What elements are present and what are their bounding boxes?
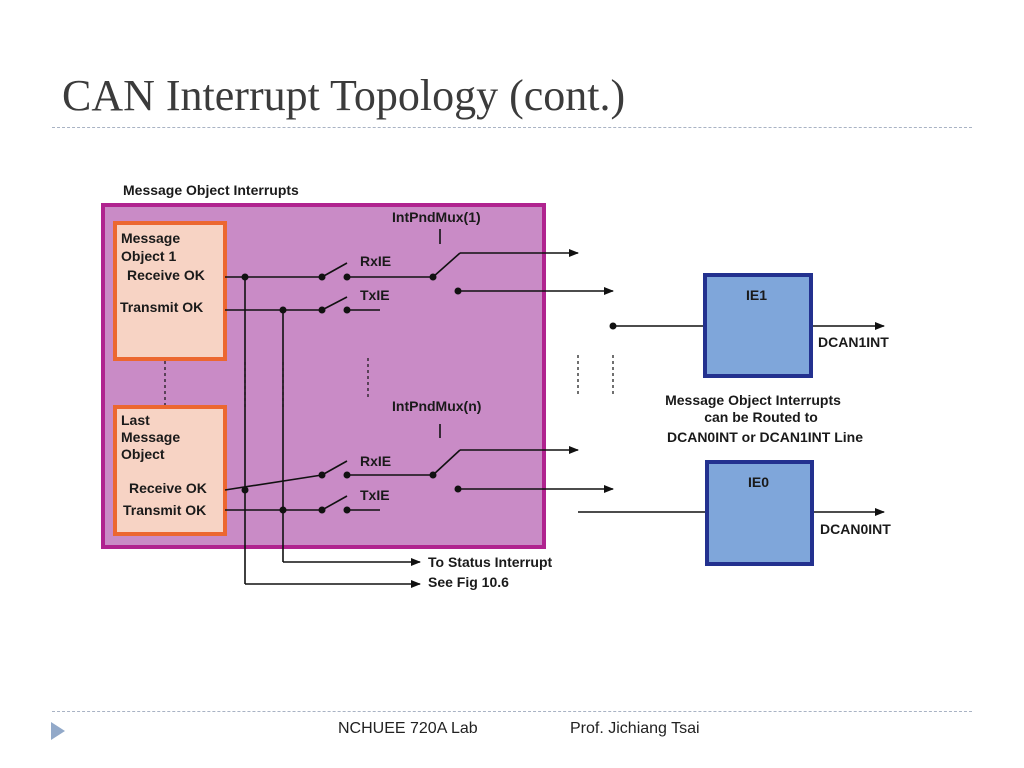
footer-lab: NCHUEE 720A Lab	[338, 720, 478, 737]
object1-transmit-label: Transmit OK	[120, 299, 203, 315]
ie0-box	[705, 460, 814, 566]
txie1-label: TxIE	[360, 287, 390, 303]
ie0-label: IE0	[748, 474, 769, 490]
slide-title: CAN Interrupt Topology (cont.)	[62, 71, 626, 120]
signal-wiring	[224, 229, 885, 588]
object1-label-line1: Message	[121, 230, 180, 246]
group-label: Message Object Interrupts	[123, 182, 299, 198]
status-interrupt-line1: To Status Interrupt	[428, 554, 553, 570]
lastobj-label-line1: Last	[121, 412, 150, 428]
footer-divider	[52, 711, 972, 712]
lastobj-label-line3: Object	[121, 446, 165, 462]
mux1-label: IntPndMux(1)	[392, 209, 481, 225]
rxie1-label: RxIE	[360, 253, 391, 269]
lastobj-label-line2: Message	[121, 429, 180, 445]
rxien-label: RxIE	[360, 453, 391, 469]
message-object-1-box	[113, 221, 227, 361]
lastobj-transmit-label: Transmit OK	[123, 502, 206, 518]
ie1-label: IE1	[746, 287, 767, 303]
last-message-object-box	[113, 405, 227, 536]
footer-professor: Prof. Jichiang Tsai	[570, 720, 700, 737]
ie1-box	[703, 273, 813, 378]
status-interrupt-line2: See Fig 10.6	[428, 574, 509, 590]
dcan1int-label: DCAN1INT	[818, 334, 889, 350]
routing-note-line1: Message Object Interrupts	[665, 392, 841, 408]
routing-note-line3: DCAN0INT or DCAN1INT Line	[667, 429, 863, 445]
title-divider	[52, 127, 972, 128]
dcan0int-label: DCAN0INT	[820, 521, 891, 537]
muxn-label: IntPndMux(n)	[392, 398, 481, 414]
txien-label: TxIE	[360, 487, 390, 503]
lastobj-receive-label: Receive OK	[129, 480, 207, 496]
triangle-bullet-icon	[51, 722, 65, 740]
object1-label-line2: Object 1	[121, 248, 176, 264]
routing-note-line2: can be Routed to	[704, 409, 818, 425]
object1-receive-label: Receive OK	[127, 267, 205, 283]
